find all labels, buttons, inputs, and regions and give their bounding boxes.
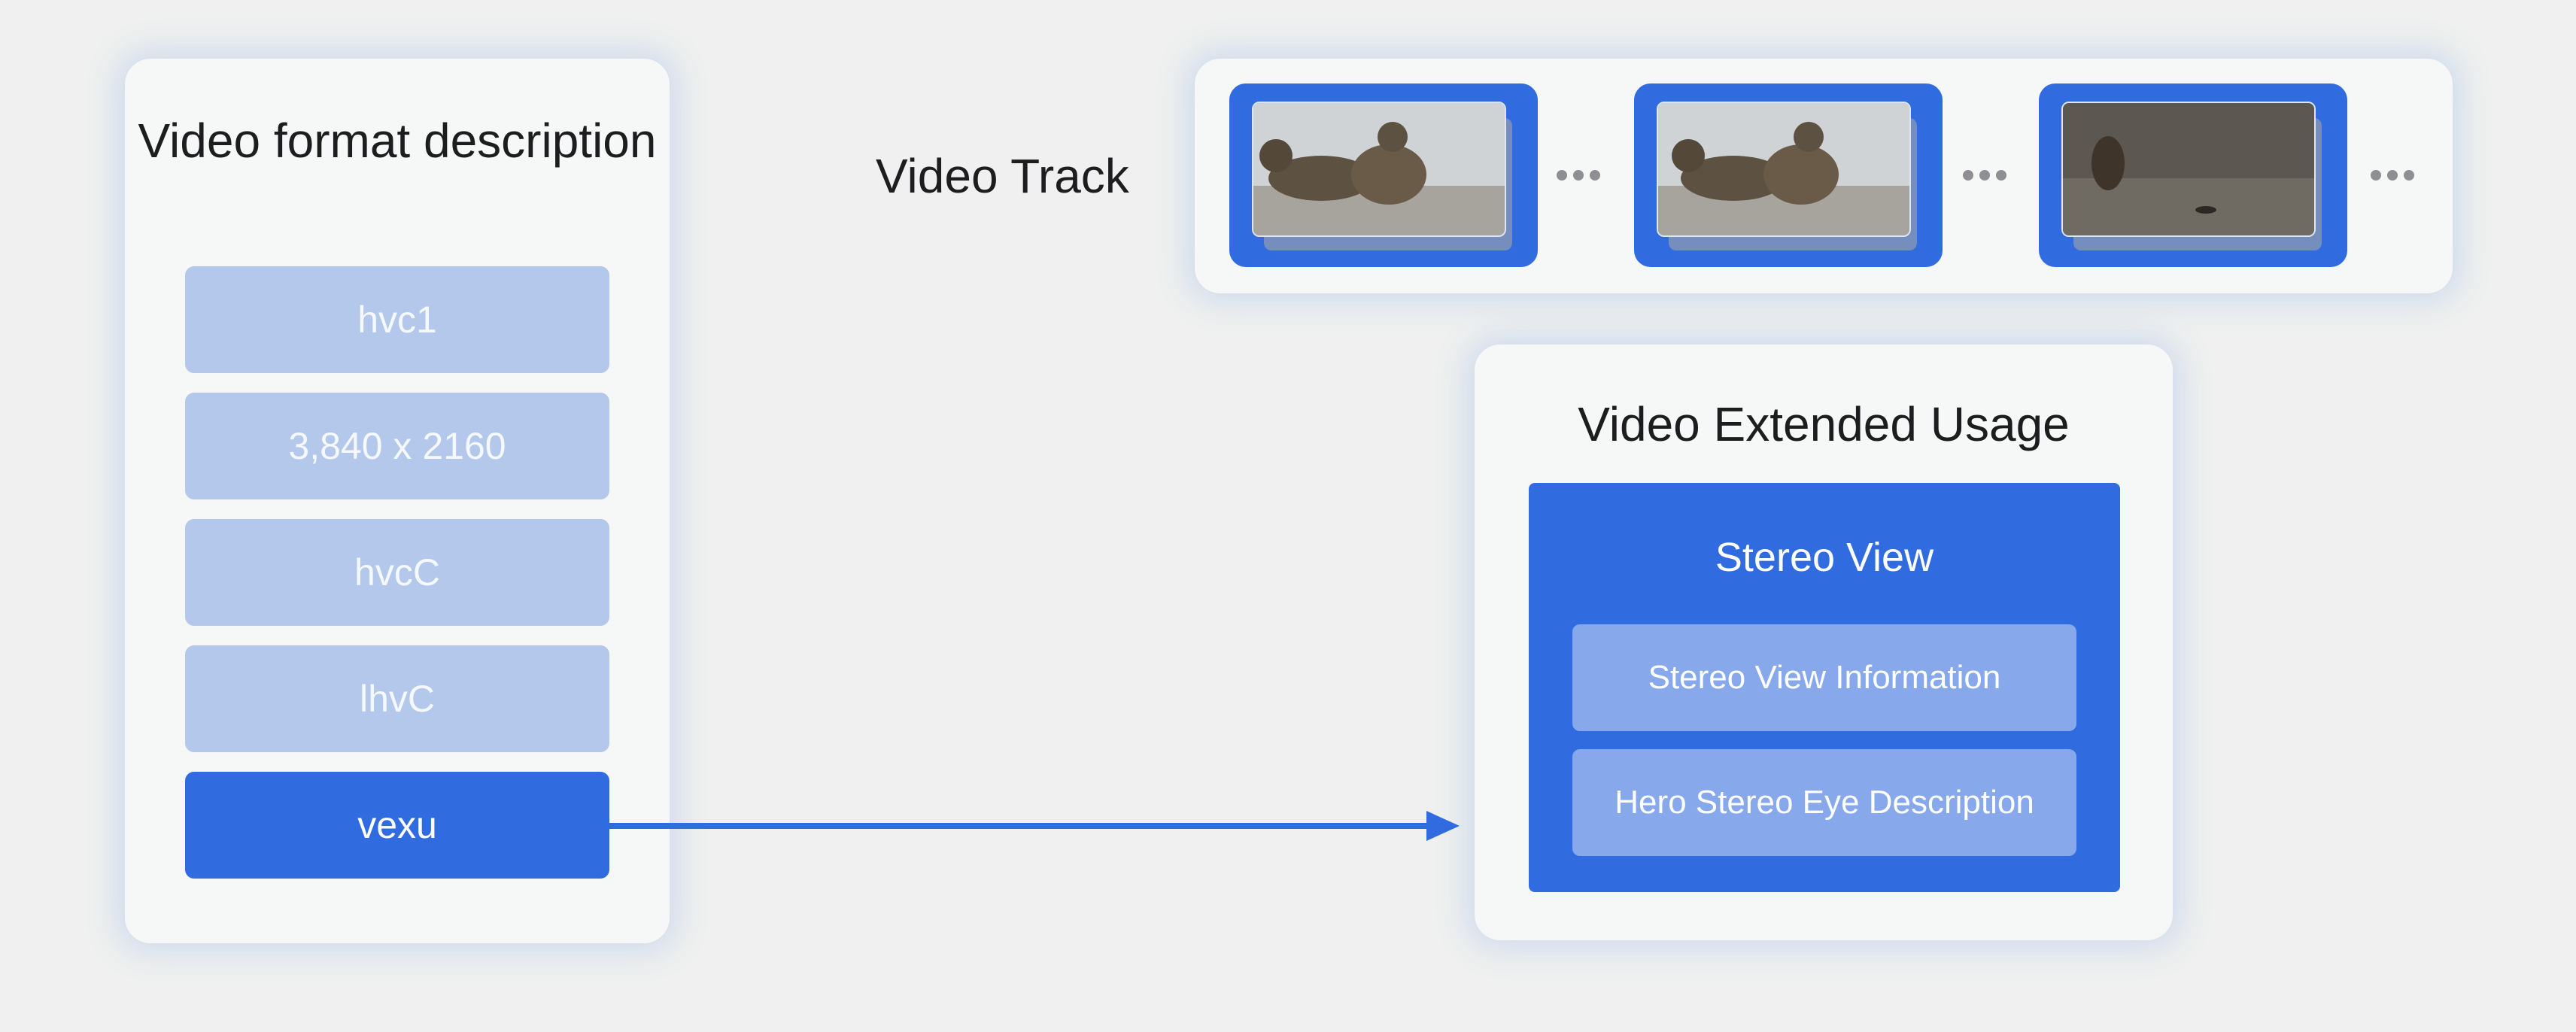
extended-usage-panel: Video Extended Usage Stereo View Stereo … <box>1475 345 2173 940</box>
stereo-view-box: Stereo View Stereo View Information Hero… <box>1529 483 2120 892</box>
format-item-lhvc: lhvC <box>185 645 609 752</box>
format-description-panel: Video format description hvc1 3,840 x 21… <box>125 59 670 943</box>
frame-thumbnail <box>1657 102 1911 237</box>
stereo-view-information: Stereo View Information <box>1572 624 2076 731</box>
frame-separator-dots <box>2362 149 2423 202</box>
stereo-view-title: Stereo View <box>1715 535 1934 580</box>
extended-usage-title: Video Extended Usage <box>1578 397 2070 451</box>
hero-stereo-eye-description: Hero Stereo Eye Description <box>1572 749 2076 856</box>
video-track-label: Video Track <box>876 149 1129 203</box>
frame-thumbnail <box>1252 102 1506 237</box>
frame-separator-dots <box>1548 149 1608 202</box>
format-item-hvcc: hvcC <box>185 519 609 626</box>
format-item-vexu: vexu <box>185 772 609 879</box>
frame-separator-dots <box>1955 149 2015 202</box>
video-frame-1 <box>1229 83 1538 267</box>
format-item-resolution: 3,840 x 2160 <box>185 393 609 499</box>
video-frame-3 <box>2039 83 2347 267</box>
video-frame-2 <box>1634 83 1943 267</box>
frame-thumbnail <box>2061 102 2316 237</box>
format-description-title: Video format description <box>138 114 657 168</box>
video-track-panel <box>1195 59 2453 293</box>
format-item-hvc1: hvc1 <box>185 266 609 373</box>
